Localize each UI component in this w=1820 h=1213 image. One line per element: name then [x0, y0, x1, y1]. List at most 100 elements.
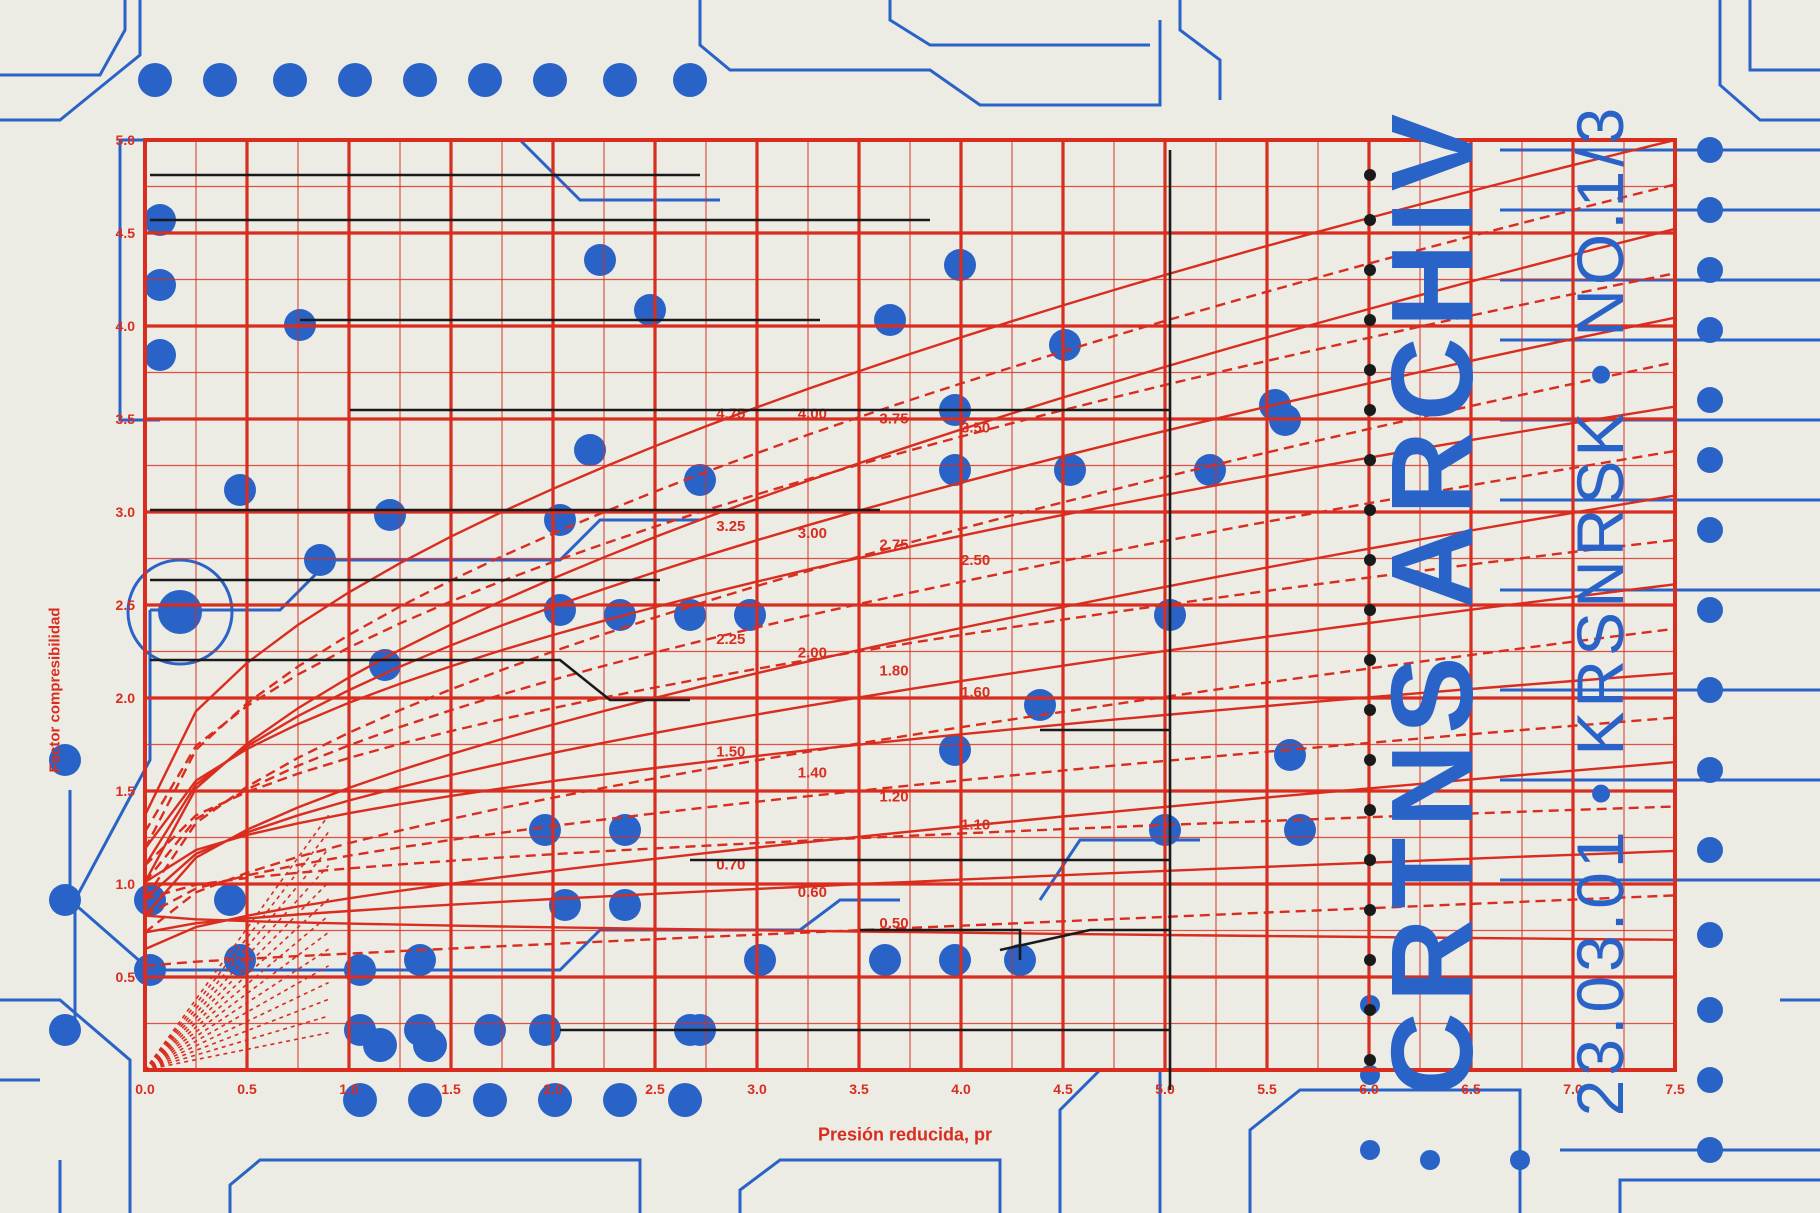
- ink-node: [1364, 364, 1376, 376]
- circuit-pad: [1697, 257, 1723, 283]
- circuit-pad: [1697, 387, 1723, 413]
- chart-series-line: [144, 405, 1676, 850]
- chart-x-tick-label: 3.0: [747, 1081, 767, 1097]
- chart-series-line: [143, 272, 1676, 833]
- chart-x-tick-label: 5.0: [1155, 1081, 1175, 1097]
- circuit-pad: [404, 1014, 436, 1046]
- chart-y-axis-label: Factor compresibilidad: [46, 607, 64, 773]
- circuit-pad: [273, 63, 307, 97]
- circuit-pad: [1510, 1150, 1530, 1170]
- ink-node: [1364, 504, 1376, 516]
- chart-curve-label: 4.75: [716, 405, 745, 422]
- chart-curve-label: 1.40: [798, 764, 827, 781]
- chart-series-line: [143, 138, 1676, 816]
- chart-series-line: [144, 449, 1676, 883]
- circuit-pad: [1697, 317, 1723, 343]
- chart-series-line: [144, 849, 1676, 934]
- ink-node: [1364, 904, 1376, 916]
- circuit-pad: [604, 599, 636, 631]
- chart-y-tick-label: 2.5: [116, 597, 136, 613]
- chart-x-tick-label: 6.5: [1461, 1081, 1481, 1097]
- circuit-trace: [1618, 1178, 1820, 1213]
- circuit-trace: [698, 0, 1162, 107]
- circuit-pad: [533, 63, 567, 97]
- ink-node: [1364, 314, 1376, 326]
- ink-node: [1364, 1054, 1376, 1066]
- chart-curve-label: 3.25: [716, 518, 745, 535]
- chart-series-line: [144, 627, 1676, 934]
- chart-x-tick-label: 0.0: [135, 1081, 155, 1097]
- chart-fan-line: [144, 814, 330, 1071]
- chart-fan-line: [144, 915, 330, 1071]
- chart-series-line: [143, 183, 1676, 850]
- circuit-pad: [1049, 329, 1081, 361]
- chart-y-tick-label: 5.0: [116, 132, 136, 148]
- circuit-pad: [939, 944, 971, 976]
- ink-node: [1364, 404, 1376, 416]
- ink-node: [1364, 804, 1376, 816]
- circuit-trace: [68, 790, 900, 972]
- chart-series-line: [143, 227, 1676, 883]
- circuit-pad: [49, 744, 81, 776]
- chart-series-line: [144, 760, 1676, 951]
- circuit-pad: [1194, 454, 1226, 486]
- circuit-trace: [73, 610, 152, 1030]
- circuit-pad: [939, 734, 971, 766]
- circuit-trace: [0, 998, 132, 1213]
- circuit-pad: [1697, 517, 1723, 543]
- chart-fan-line: [144, 998, 329, 1071]
- chart-curve-label: 1.50: [716, 744, 745, 761]
- circuit-pad: [634, 294, 666, 326]
- chart-curve-label: 1.20: [879, 789, 908, 806]
- ink-trace: [150, 658, 690, 702]
- chart-x-tick-label: 6.0: [1359, 1081, 1379, 1097]
- chart-series-line: [144, 805, 1676, 901]
- chart-curve-label: 1.60: [961, 684, 990, 701]
- chart-curve-label: 0.50: [879, 915, 908, 932]
- chart-fan-line: [144, 981, 329, 1071]
- circuit-pad: [1697, 197, 1723, 223]
- circuit-pad: [374, 499, 406, 531]
- circuit-trace: [888, 0, 1150, 47]
- chart-x-tick-label: 7.5: [1665, 1081, 1685, 1097]
- chart-curve-label: 1.10: [961, 817, 990, 834]
- circuit-pad: [744, 944, 776, 976]
- circuit-pad: [203, 63, 237, 97]
- circuit-pad: [538, 1083, 572, 1117]
- circuit-trace: [1178, 0, 1222, 100]
- circuit-pad: [1697, 137, 1723, 163]
- chart-x-tick-label: 7.0: [1563, 1081, 1583, 1097]
- circuit-pad: [668, 1083, 702, 1117]
- circuit-pad: [584, 244, 616, 276]
- circuit-pad: [1697, 997, 1723, 1023]
- chart-curve-label: 2.75: [879, 536, 908, 553]
- ink-node: [1364, 704, 1376, 716]
- ink-trace: [860, 928, 1022, 960]
- chart-curve-label: 2.50: [961, 552, 990, 569]
- circuit-pad: [338, 63, 372, 97]
- chart-x-axis-label: Presión reducida, pr: [817, 1124, 993, 1145]
- circuit-pad: [1697, 922, 1723, 948]
- circuit-pad: [343, 1083, 377, 1117]
- chart-y-tick-label: 3.0: [116, 504, 136, 520]
- ink-node: [1364, 654, 1376, 666]
- poster-subtitle: 23.03.01 • KRSNRSK • NO.1/3: [1563, 103, 1637, 1117]
- ink-node: [1364, 1004, 1376, 1016]
- chart-curve-label: 1.80: [879, 663, 908, 680]
- circuit-pad: [214, 884, 246, 916]
- ink-node: [1364, 604, 1376, 616]
- circuit-pad: [403, 63, 437, 97]
- chart-y-tick-label: 4.0: [116, 318, 136, 334]
- circuit-pad: [1697, 447, 1723, 473]
- circuit-trace: [1248, 1088, 1522, 1213]
- circuit-pad: [134, 884, 166, 916]
- ink-node: [1364, 854, 1376, 866]
- chart-series-line: [144, 716, 1676, 917]
- chart-curve-label: 3.50: [961, 420, 990, 437]
- circuit-pad: [1697, 597, 1723, 623]
- circuit-trace: [228, 1158, 642, 1213]
- ink-node: [1364, 754, 1376, 766]
- chart-curve-label: 2.00: [798, 645, 827, 662]
- circuit-trace: [0, 0, 142, 122]
